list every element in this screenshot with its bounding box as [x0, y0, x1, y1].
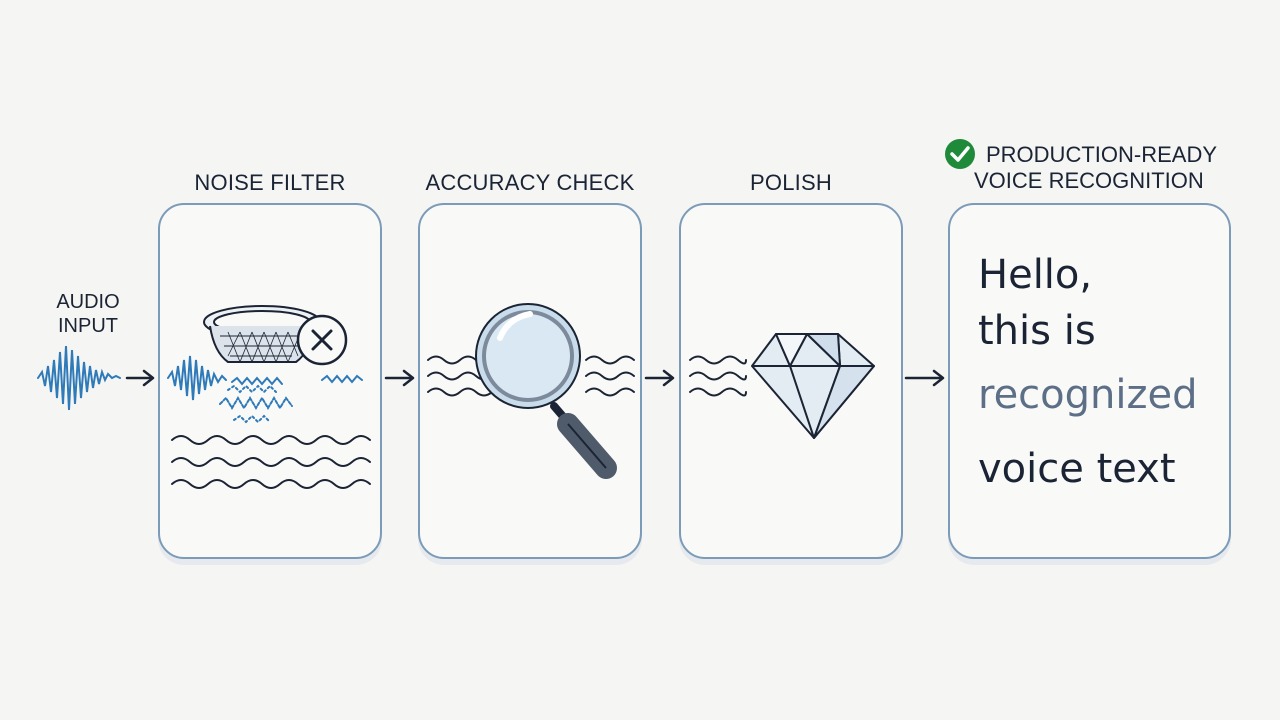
stage-title-polish: POLISH: [750, 170, 832, 195]
diamond-icon: [751, 333, 875, 439]
noisy-wave-icon: [167, 355, 363, 424]
audio-label-line2: INPUT: [58, 315, 118, 337]
magnifier-icon: [475, 303, 617, 479]
arrow-icon: [384, 369, 415, 387]
output-title-line1: PRODUCTION-READY: [986, 142, 1218, 167]
output-title-line2: VOICE RECOGNITION: [974, 168, 1204, 193]
stage-title-noise-filter: NOISE FILTER: [194, 170, 346, 195]
check-circle-icon: [945, 139, 975, 169]
result-line-4: voice text: [978, 446, 1176, 492]
stage-title-accuracy-check: ACCURACY CHECK: [425, 170, 635, 195]
result-line-2: this is: [978, 308, 1096, 354]
arrow-icon: [125, 369, 155, 387]
audio-waveform-icon: [37, 345, 121, 411]
audio-input-label: AUDIO INPUT: [40, 290, 136, 338]
clean-wave-icon: [171, 435, 371, 489]
result-line-3: recognized: [978, 372, 1198, 418]
audio-label-line1: AUDIO: [56, 291, 120, 313]
arrow-icon: [904, 369, 945, 387]
arrow-icon: [644, 369, 675, 387]
wave-lines-icon: [689, 355, 747, 397]
strainer-icon: [203, 305, 348, 366]
result-line-1: Hello,: [978, 252, 1093, 298]
